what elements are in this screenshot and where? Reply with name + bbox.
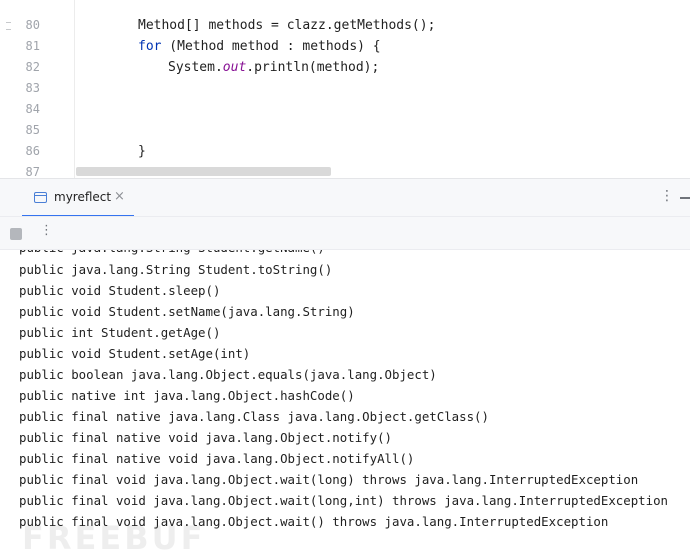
code-text: } <box>138 144 146 159</box>
stop-icon[interactable] <box>10 228 22 240</box>
line-number: 81 <box>25 39 40 53</box>
console-line: public int Student.getAge() <box>19 325 221 340</box>
console-line: public java.lang.String Student.getName(… <box>19 250 325 258</box>
console-output[interactable]: public java.lang.String Student.getName(… <box>0 250 690 559</box>
code-line-81[interactable]: for (Method method : methods) { <box>138 36 381 57</box>
run-toolbar: ⋮ <box>0 216 690 250</box>
console-line: public boolean java.lang.Object.equals(j… <box>19 367 437 382</box>
code-editor[interactable]: 79 80 81 82 83 84 85 86 87 Method[] meth… <box>0 0 690 178</box>
code-text: .println(method); <box>246 60 380 75</box>
code-line-82[interactable]: System.out.println(method); <box>168 57 379 78</box>
keyword-for: for <box>138 39 162 54</box>
console-line: public final void java.lang.Object.wait(… <box>19 514 609 529</box>
console-line: public final void java.lang.Object.wait(… <box>19 493 669 508</box>
console-line: public final void java.lang.Object.wait(… <box>19 472 639 487</box>
console-line: public final native void java.lang.Objec… <box>19 451 415 466</box>
console-line: public native int java.lang.Object.hashC… <box>19 388 355 403</box>
code-text: (Method method : methods) { <box>161 39 381 54</box>
gutter-divider <box>74 0 75 178</box>
static-field-out: out <box>222 60 247 75</box>
console-line: public java.lang.String Student.toString… <box>19 262 333 277</box>
gutter-fold-marker[interactable] <box>6 29 11 30</box>
code-line-86[interactable]: } <box>138 141 146 162</box>
gutter-fold-marker[interactable] <box>6 22 11 23</box>
console-line: public void Student.setAge(int) <box>19 346 251 361</box>
line-number: 83 <box>25 81 40 95</box>
close-icon[interactable]: × <box>114 189 125 204</box>
line-number-gutter: 79 80 81 82 83 84 85 86 87 <box>0 0 52 178</box>
code-text: Method[] methods = clazz.getMethods(); <box>138 18 436 33</box>
console-line: public final native void java.lang.Objec… <box>19 430 392 445</box>
minimize-icon[interactable] <box>680 197 690 199</box>
more-vertical-icon[interactable]: ⋮ <box>660 188 674 204</box>
run-tab-label: myreflect <box>54 190 112 204</box>
horizontal-scrollbar-thumb[interactable] <box>76 167 331 176</box>
run-tool-window-header: myreflect × ⋮ <box>0 178 690 217</box>
line-number: 79 <box>26 0 40 5</box>
run-tab-myreflect[interactable]: myreflect × <box>22 179 134 217</box>
console-line: public void Student.sleep() <box>19 283 221 298</box>
line-number: 82 <box>25 60 40 74</box>
console-line: public final native java.lang.Class java… <box>19 409 489 424</box>
watermark-logo: FREEBUF <box>22 519 206 557</box>
line-number: 85 <box>25 123 40 137</box>
line-number: 84 <box>25 102 40 116</box>
line-number: 86 <box>25 144 40 158</box>
console-line: public void Student.setName(java.lang.St… <box>19 304 355 319</box>
line-number: 80 <box>25 18 40 32</box>
line-number: 87 <box>25 165 40 178</box>
code-text: System. <box>168 60 223 75</box>
console-window-icon <box>34 192 47 203</box>
more-vertical-icon[interactable]: ⋮ <box>40 223 53 238</box>
code-line-80[interactable]: Method[] methods = clazz.getMethods(); <box>138 15 435 36</box>
